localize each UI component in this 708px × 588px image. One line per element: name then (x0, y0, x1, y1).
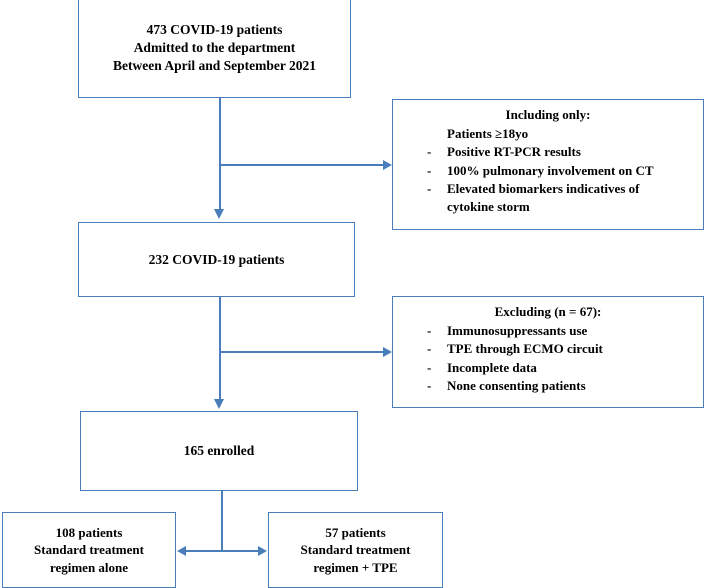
inclusion-criteria-item: Patients ≥18yo (397, 125, 699, 143)
exclusion-criteria-item: - TPE through ECMO circuit (397, 340, 699, 358)
connector-screened-to-enrolled (219, 297, 221, 400)
inclusion-criteria-item: - Positive RT-PCR results (397, 143, 699, 161)
node-enrolled-line-1: 165 enrolled (183, 443, 255, 459)
node-arm-standard-line-1: 108 patients (55, 525, 123, 541)
exclusion-criteria-item: - Incomplete data (397, 359, 699, 377)
exclusion-criteria-item-text: TPE through ECMO circuit (447, 341, 603, 357)
node-screened-cohort: 232 COVID-19 patients (78, 222, 355, 297)
exclusion-criteria-item-text: Incomplete data (447, 359, 537, 375)
inclusion-criteria-item-text: Elevated biomarkers indicatives of (447, 180, 640, 196)
node-arm-tpe-line-1: 57 patients (325, 525, 386, 541)
node-enrolled: 165 enrolled (80, 411, 358, 491)
node-initial-cohort-line-1: 473 COVID-19 patients (146, 22, 283, 38)
exclusion-criteria-list: - Immunosuppressants use - TPE through E… (397, 322, 699, 395)
connector-to-inclusion (219, 164, 384, 166)
inclusion-criteria-title: Including only: (505, 107, 591, 122)
connector-enrolled-split-trunk (221, 491, 223, 551)
arrowhead-right-to-inclusion (383, 160, 392, 170)
inclusion-criteria-item-text: Patients ≥18yo (447, 126, 529, 142)
inclusion-criteria-item-text: Positive RT-PCR results (447, 144, 581, 160)
node-arm-standard-line-3: regimen alone (49, 559, 129, 575)
dash-bullet-icon: - (427, 144, 432, 160)
exclusion-criteria-item-text: Immunosuppressants use (447, 323, 588, 339)
dash-bullet-icon: - (427, 359, 432, 375)
node-exclusion-criteria: Excluding (n = 67): - Immunosuppressants… (392, 296, 704, 408)
inclusion-criteria-item: - 100% pulmonary involvement on CT (397, 162, 699, 180)
inclusion-criteria-list: Patients ≥18yo - Positive RT-PCR results… (397, 125, 699, 216)
inclusion-criteria-item-text: cytokine storm (447, 198, 530, 214)
dash-bullet-icon: - (427, 341, 432, 357)
connector-split-to-tpe-arm (221, 550, 258, 552)
node-arm-tpe-line-2: Standard treatment (300, 542, 411, 558)
node-initial-cohort-line-2: Admitted to the department (133, 40, 296, 56)
inclusion-criteria-item: - Elevated biomarkers indicatives of (397, 180, 699, 198)
exclusion-criteria-item: - Immunosuppressants use (397, 322, 699, 340)
node-screened-cohort-line-1: 232 COVID-19 patients (148, 251, 285, 267)
arrowhead-down-to-screened (214, 209, 224, 219)
node-initial-cohort-line-3: Between April and September 2021 (113, 57, 316, 73)
dash-bullet-icon: - (427, 162, 432, 178)
connector-initial-to-screened (219, 98, 221, 210)
inclusion-criteria-item-continuation: cytokine storm (397, 198, 699, 216)
inclusion-criteria-item-text: 100% pulmonary involvement on CT (447, 162, 654, 178)
arrowhead-right-to-exclusion (383, 347, 392, 357)
arrowhead-left-to-standard-arm (177, 546, 186, 556)
node-initial-cohort: 473 COVID-19 patients Admitted to the de… (78, 0, 351, 98)
dash-bullet-icon: - (427, 323, 432, 339)
node-arm-standard-treatment: 108 patients Standard treatment regimen … (2, 512, 176, 588)
exclusion-criteria-item-text: None consenting patients (447, 377, 586, 393)
node-inclusion-criteria: Including only: Patients ≥18yo - Positiv… (392, 99, 704, 230)
dash-bullet-icon: - (427, 377, 432, 393)
exclusion-criteria-item: - None consenting patients (397, 377, 699, 395)
arrowhead-right-to-tpe-arm (258, 546, 267, 556)
node-arm-tpe-line-3: regimen + TPE (313, 559, 398, 575)
dash-bullet-icon: - (427, 180, 432, 196)
connector-to-exclusion (219, 351, 384, 353)
node-arm-standard-line-2: Standard treatment (34, 542, 144, 558)
node-arm-tpe-treatment: 57 patients Standard treatment regimen +… (268, 512, 443, 588)
connector-split-to-standard-arm (186, 550, 222, 552)
arrowhead-down-to-enrolled (214, 399, 224, 409)
exclusion-criteria-title: Excluding (n = 67): (494, 304, 602, 319)
